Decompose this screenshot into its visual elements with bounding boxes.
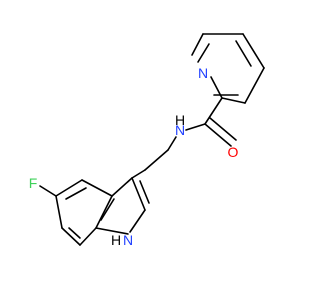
bond-nitrogen-ch2 [167, 136, 177, 151]
atom-amide-hydrogen: H [175, 112, 185, 128]
bond-indole-double-4 [100, 198, 115, 221]
bond-c5-fluorine [39, 185, 57, 197]
bond-indole-c5-c6 [55, 195, 63, 229]
bond-pyridine-carbonyl [204, 97, 223, 125]
pyridine-ring [191, 33, 265, 104]
bond-pyridine-c2-c3 [221, 97, 246, 104]
bond-indole-n1-c7a [95, 227, 129, 235]
indole-ring [39, 177, 150, 246]
bond-carbonyl-nitrogen [185, 123, 206, 131]
bond-indole-c3-c2 [131, 177, 146, 211]
atom-pyridine-nitrogen: N [198, 65, 208, 81]
bond-indole-c6-c7 [61, 227, 81, 246]
bond-carbonyl-oxygen-b [209, 117, 237, 141]
atom-amide-nitrogen: N [175, 122, 185, 138]
bond-ethyl-1 [144, 149, 169, 171]
bond-pyridine-c6-n [191, 33, 204, 56]
bond-indole-c3-c3a [111, 177, 133, 197]
atom-fluorine: F [29, 175, 38, 191]
bond-indole-c7a-c3a [95, 195, 113, 229]
bond-pyridine-c4-c5 [242, 33, 265, 69]
bond-indole-c7-c7a [79, 227, 97, 246]
bond-ethyl-2 [131, 169, 146, 179]
bond-carbonyl-oxygen-a [204, 123, 232, 147]
atom-indole-nitrogen: N [123, 232, 133, 248]
atom-indole-hydrogen: H [111, 232, 121, 248]
amide-linker [131, 97, 237, 179]
bond-pyridine-inner-double-3 [197, 43, 210, 63]
bond-indole-c4-c5 [55, 179, 83, 197]
bond-indole-c3a-c4 [81, 179, 113, 197]
bond-indole-double-1 [139, 180, 150, 204]
bond-pyridine-c3-c4 [244, 67, 265, 104]
molecular-structure-diagram: N N H O F N H [29, 33, 265, 248]
atom-carbonyl-oxygen: O [228, 144, 239, 160]
bond-indole-double-2 [65, 187, 87, 200]
bond-pyridine-inner-double-2 [235, 40, 252, 67]
bond-indole-double-3 [68, 227, 81, 239]
atom-labels: N N H O F N H [29, 65, 239, 248]
bond-indole-c2-n1 [129, 209, 146, 233]
